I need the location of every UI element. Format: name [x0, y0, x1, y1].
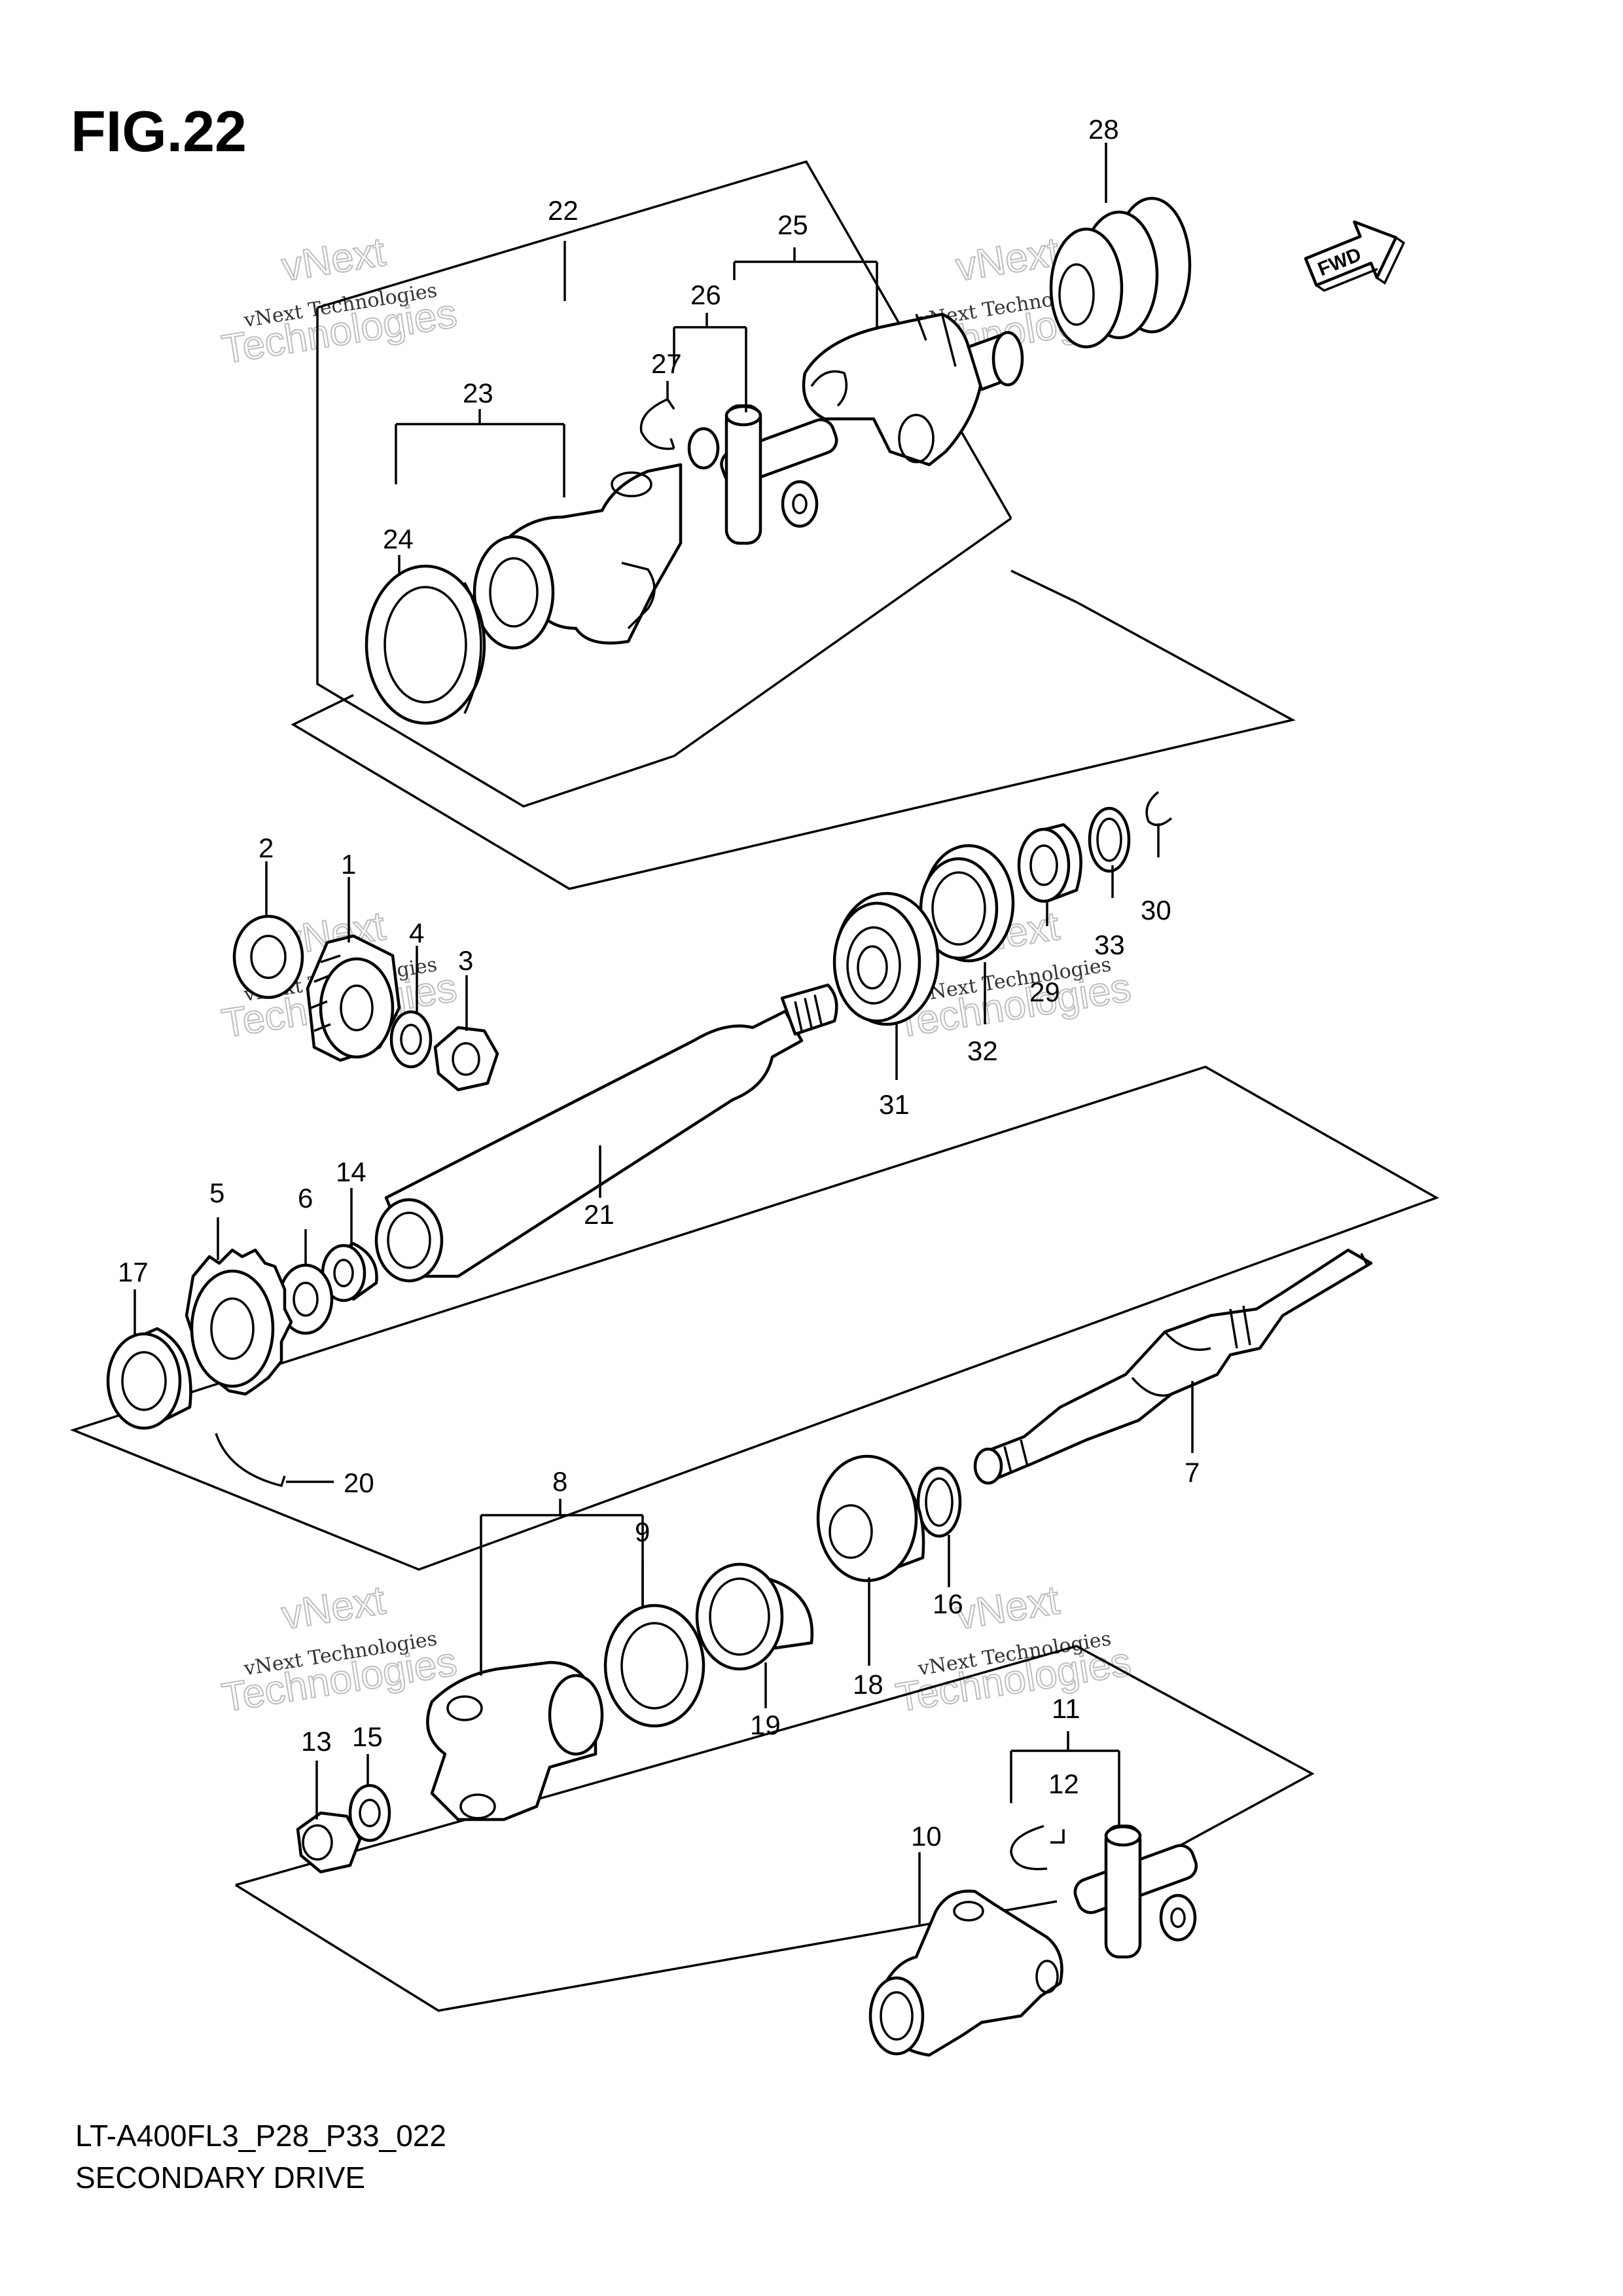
callout-16: 16 — [933, 1588, 963, 1619]
callout-33: 33 — [1094, 929, 1125, 960]
callout-31: 31 — [879, 1089, 910, 1120]
part-10-yoke — [868, 1890, 1063, 2057]
leader-23 — [395, 409, 565, 497]
callout-25: 25 — [777, 209, 808, 240]
callout-24: 24 — [383, 524, 414, 554]
leader-8 — [480, 1499, 644, 1607]
leader-11 — [1010, 1731, 1120, 1826]
part-33-ring — [1088, 806, 1131, 873]
callout-3: 3 — [458, 945, 473, 976]
frame-group-middle — [69, 1066, 1440, 1571]
callout-19: 19 — [750, 1710, 781, 1740]
figure-title: FIG.22 — [71, 99, 247, 164]
model-code: LT-A400FL3_P28_P33_022 — [75, 2119, 446, 2153]
part-7-shaft — [973, 1248, 1373, 1485]
callout-15: 15 — [352, 1721, 383, 1752]
part-31-bearing — [832, 891, 940, 1026]
part-29-spacer — [1017, 823, 1082, 903]
part-5-gear — [185, 1248, 293, 1396]
part-11-spider — [1073, 1824, 1198, 1959]
part-14-spacer — [321, 1242, 378, 1302]
callout-23: 23 — [463, 378, 493, 408]
part-20-clip — [215, 1433, 286, 1488]
callout-17: 17 — [118, 1257, 149, 1287]
leader-26 — [673, 313, 747, 412]
watermark-text: vNext — [953, 1577, 1062, 1638]
watermark: vNext Technologies vNext Technologies — [218, 1577, 460, 1721]
callout-22: 22 — [548, 195, 579, 226]
part-8-yoke — [426, 1660, 604, 1821]
part-27-circlip — [639, 398, 675, 450]
part-4-washer — [389, 1010, 433, 1069]
callout-10: 10 — [911, 1821, 942, 1852]
watermark: vNext Technologies vNext Technologies — [218, 228, 460, 373]
part-25-yoke — [802, 312, 1024, 467]
part-2-washer — [232, 914, 304, 999]
leader-25 — [733, 247, 878, 327]
callout-6: 6 — [298, 1183, 313, 1213]
callout-4: 4 — [409, 918, 424, 948]
watermark: vNext Technologies vNext Technologies — [892, 1577, 1134, 1721]
section-name: SECONDARY DRIVE — [75, 2161, 366, 2195]
leader-lines — [134, 143, 1194, 1924]
part-3-nut — [433, 1026, 499, 1092]
fwd-arrow-badge: FWD — [1304, 220, 1406, 292]
part-23-yoke — [473, 463, 683, 650]
callout-7: 7 — [1185, 1457, 1200, 1488]
frame-group-bottom — [235, 1645, 1315, 2012]
callout-27: 27 — [651, 348, 682, 379]
callout-8: 8 — [552, 1466, 567, 1497]
callouts: 28 22 25 26 27 23 24 2 1 4 3 33 30 29 32… — [118, 114, 1200, 1852]
part-21-shaft — [374, 983, 838, 1283]
callout-11: 11 — [1052, 1693, 1080, 1724]
part-12-circlip — [1010, 1825, 1048, 1871]
part-30-circlip — [1145, 791, 1173, 827]
part-18-bearing — [816, 1454, 925, 1583]
callout-1: 1 — [341, 849, 356, 880]
leader-12 — [1050, 1829, 1065, 1844]
group-frames — [69, 160, 1440, 2012]
arrow-shape — [1304, 220, 1398, 287]
part-24-seal — [365, 564, 486, 725]
part-15-washer — [348, 1784, 391, 1842]
callout-21: 21 — [584, 1199, 615, 1230]
part-9-seal — [603, 1604, 705, 1728]
part-1-bevel-gear — [306, 934, 401, 1062]
callout-26: 26 — [690, 279, 721, 310]
callout-18: 18 — [853, 1669, 883, 1700]
watermark-text: vNext — [279, 229, 388, 290]
part-19-seal — [695, 1562, 814, 1671]
callout-14: 14 — [336, 1157, 366, 1187]
part-13-nut — [296, 1811, 362, 1874]
part-26-spider — [687, 404, 838, 545]
callout-12: 12 — [1048, 1768, 1079, 1799]
part-32-seal — [919, 844, 1015, 963]
callout-2: 2 — [259, 833, 274, 863]
callout-32: 32 — [967, 1035, 998, 1066]
part-17-bearing — [106, 1327, 192, 1430]
watermark-text: vNext — [953, 229, 1062, 290]
callout-30: 30 — [1141, 895, 1171, 925]
frame-group-22-side — [673, 517, 1077, 757]
callout-13: 13 — [301, 1726, 332, 1757]
watermark-text: vNext — [279, 1577, 388, 1638]
callout-5: 5 — [209, 1177, 224, 1208]
callout-29: 29 — [1029, 977, 1060, 1007]
part-16-ring — [916, 1466, 962, 1538]
callout-20: 20 — [344, 1467, 374, 1498]
callout-28: 28 — [1088, 114, 1119, 145]
frame-group-22 — [291, 160, 1296, 890]
callout-9: 9 — [635, 1516, 650, 1547]
part-28-boot — [1049, 196, 1192, 349]
arrow-extrusion — [1315, 236, 1406, 292]
